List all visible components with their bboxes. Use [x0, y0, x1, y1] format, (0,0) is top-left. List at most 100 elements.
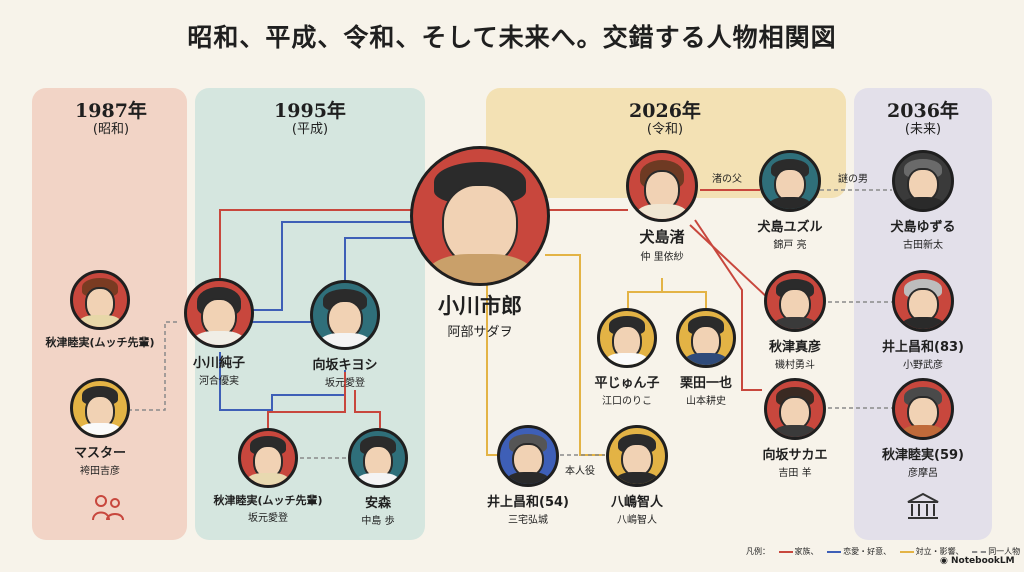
person-name: 小川純子 [192, 356, 245, 371]
legend-label: 凡例： [746, 547, 770, 556]
person-akitsu-masahiko[interactable]: 秋津真彦 磯村勇斗 [720, 270, 870, 371]
person-name: 小川市郎 [438, 294, 522, 318]
era-name: (未来) [904, 122, 942, 137]
portrait [410, 146, 550, 286]
love-line-ichiro-junko [236, 221, 420, 311]
person-ogawa-junko[interactable]: 小川純子 河合優実 [144, 278, 294, 387]
actor-name: 彦摩呂 [908, 468, 938, 479]
person-name: 八嶋智人 [610, 495, 663, 510]
person-mukaisaka-sakae[interactable]: 向坂サカエ 吉田 羊 [720, 378, 870, 479]
rival-line-nagisa-colleagues [627, 278, 707, 308]
person-name: 井上昌和(83) [882, 340, 964, 355]
portrait [70, 270, 130, 330]
actor-name: 山本耕史 [686, 396, 726, 407]
person-name: 平じゅん子 [594, 376, 660, 391]
era-name: (平成) [291, 122, 329, 137]
portrait [497, 425, 559, 487]
person-inujima-yuzuru-future[interactable]: 犬島ゆずる 古田新太 [848, 150, 998, 251]
family-line-kiyoshi-mutsumi [267, 372, 346, 428]
actor-name: 磯村勇斗 [775, 360, 815, 371]
portrait [764, 270, 826, 332]
person-mutsumi-1995[interactable]: 秋津睦実(ムッチ先輩) 坂元愛登 [193, 428, 343, 524]
same-line-mutsumi1987-master [128, 321, 180, 411]
era-label-2026: 2026年 (令和) [590, 100, 740, 138]
actor-name: 三宅弘城 [508, 515, 548, 526]
legend-same: 同一人物 [988, 547, 1021, 556]
actor-name: 坂元愛登 [248, 513, 288, 524]
family-line-ichiro-junko [219, 209, 420, 280]
person-ogawa-ichiro[interactable]: 小川市郎 阿部サダヲ [405, 146, 555, 340]
actor-name: 小野武彦 [903, 360, 943, 371]
person-name: 向坂キヨシ [312, 358, 378, 373]
person-inoue-54[interactable]: 井上昌和(54) 三宅弘城 [453, 425, 603, 526]
era-name: (令和) [646, 122, 684, 137]
person-mukaisaka-kiyoshi[interactable]: 向坂キヨシ 坂元愛登 [270, 280, 420, 389]
person-name: 犬島渚 [639, 228, 685, 246]
family-line-nagisa-masahiko [689, 224, 771, 301]
person-master[interactable]: マスター 袴田吉彦 [25, 378, 175, 477]
legend-family: 家族、 [794, 547, 819, 556]
person-name: マスター [73, 446, 126, 461]
portrait [892, 270, 954, 332]
rival-line-ichiro-yashima [545, 254, 605, 456]
actor-name: 坂元愛登 [325, 378, 365, 389]
legend-rival-swatch [899, 550, 914, 553]
era-name: (昭和) [92, 122, 130, 137]
actor-name: 錦戸 亮 [773, 240, 807, 251]
portrait [348, 428, 408, 488]
legend-love: 恋愛・好意、 [843, 547, 892, 556]
portrait [759, 150, 821, 212]
era-label-2036: 2036年 (未来) [848, 100, 998, 138]
relation-label-nagisa-father: 渚の父 [712, 174, 742, 185]
actor-name: 河合優実 [199, 376, 239, 387]
portrait [626, 150, 698, 222]
actor-name: 仲 里依紗 [640, 252, 684, 263]
era-year: 2026年 [629, 100, 701, 122]
family-line-nagisa-sakae [694, 219, 762, 391]
portrait [310, 280, 380, 350]
relation-label-himself: 本人役 [565, 466, 595, 477]
person-mutsumi-59[interactable]: 秋津睦実(59) 彦摩呂 [848, 378, 998, 479]
portrait [892, 150, 954, 212]
page-title: 昭和、平成、令和、そして未来へ。交錯する人物相関図 [187, 23, 837, 52]
portrait [238, 428, 298, 488]
person-taira-junko[interactable]: 平じゅん子 江口のりこ [552, 308, 702, 407]
legend-family-swatch [778, 550, 793, 553]
actor-name: 江口のりこ [602, 396, 652, 407]
era-label-1995: 1995年 (平成) [235, 100, 385, 138]
person-name: 秋津睦実(ムッチ先輩) [45, 336, 155, 349]
actor-name: 袴田吉彦 [80, 466, 120, 477]
portrait [676, 308, 736, 368]
person-name: 犬島ユズル [757, 220, 823, 235]
family-line-kiyoshi-anmori [354, 390, 381, 428]
person-inujima-yuzuru[interactable]: 犬島ユズル 錦戸 亮 [715, 150, 865, 251]
actor-name: 吉田 羊 [778, 468, 812, 479]
portrait [892, 378, 954, 440]
person-name: 栗田一也 [679, 376, 732, 391]
person-name: 安森 [364, 496, 391, 511]
era-label-1987: 1987年 (昭和) [36, 100, 186, 138]
person-name: 秋津真彦 [768, 340, 821, 355]
legend-same-swatch [972, 550, 987, 553]
relation-label-mystery-man: 謎の男 [838, 174, 868, 185]
person-anmori[interactable]: 安森 中島 歩 [303, 428, 453, 527]
person-name: 秋津睦実(ムッチ先輩) [213, 494, 323, 507]
family-icon [92, 495, 124, 521]
era-year: 1995年 [274, 100, 346, 122]
portrait [184, 278, 254, 348]
notebooklm-logo: ◉ NotebookLM [940, 556, 1015, 566]
portrait [606, 425, 668, 487]
portrait [764, 378, 826, 440]
person-name: 井上昌和(54) [487, 495, 569, 510]
person-name: 秋津睦実(59) [882, 448, 964, 463]
person-mutsumi-1987[interactable]: 秋津睦実(ムッチ先輩) [25, 270, 175, 350]
legend: 凡例： 家族、 恋愛・好意、 対立・影響、 同一人物 [746, 546, 1024, 557]
actor-name: 古田新太 [903, 240, 943, 251]
love-line-ichiro-kiyoshi [344, 237, 420, 282]
person-inoue-83[interactable]: 井上昌和(83) 小野武彦 [848, 270, 998, 371]
person-name: 向坂サカエ [762, 448, 828, 463]
person-inujima-nagisa[interactable]: 犬島渚 仲 里依紗 [587, 150, 737, 263]
person-kurita[interactable]: 栗田一也 山本耕史 [631, 308, 781, 407]
person-yashima[interactable]: 八嶋智人 八嶋智人 [562, 425, 712, 526]
portrait [597, 308, 657, 368]
